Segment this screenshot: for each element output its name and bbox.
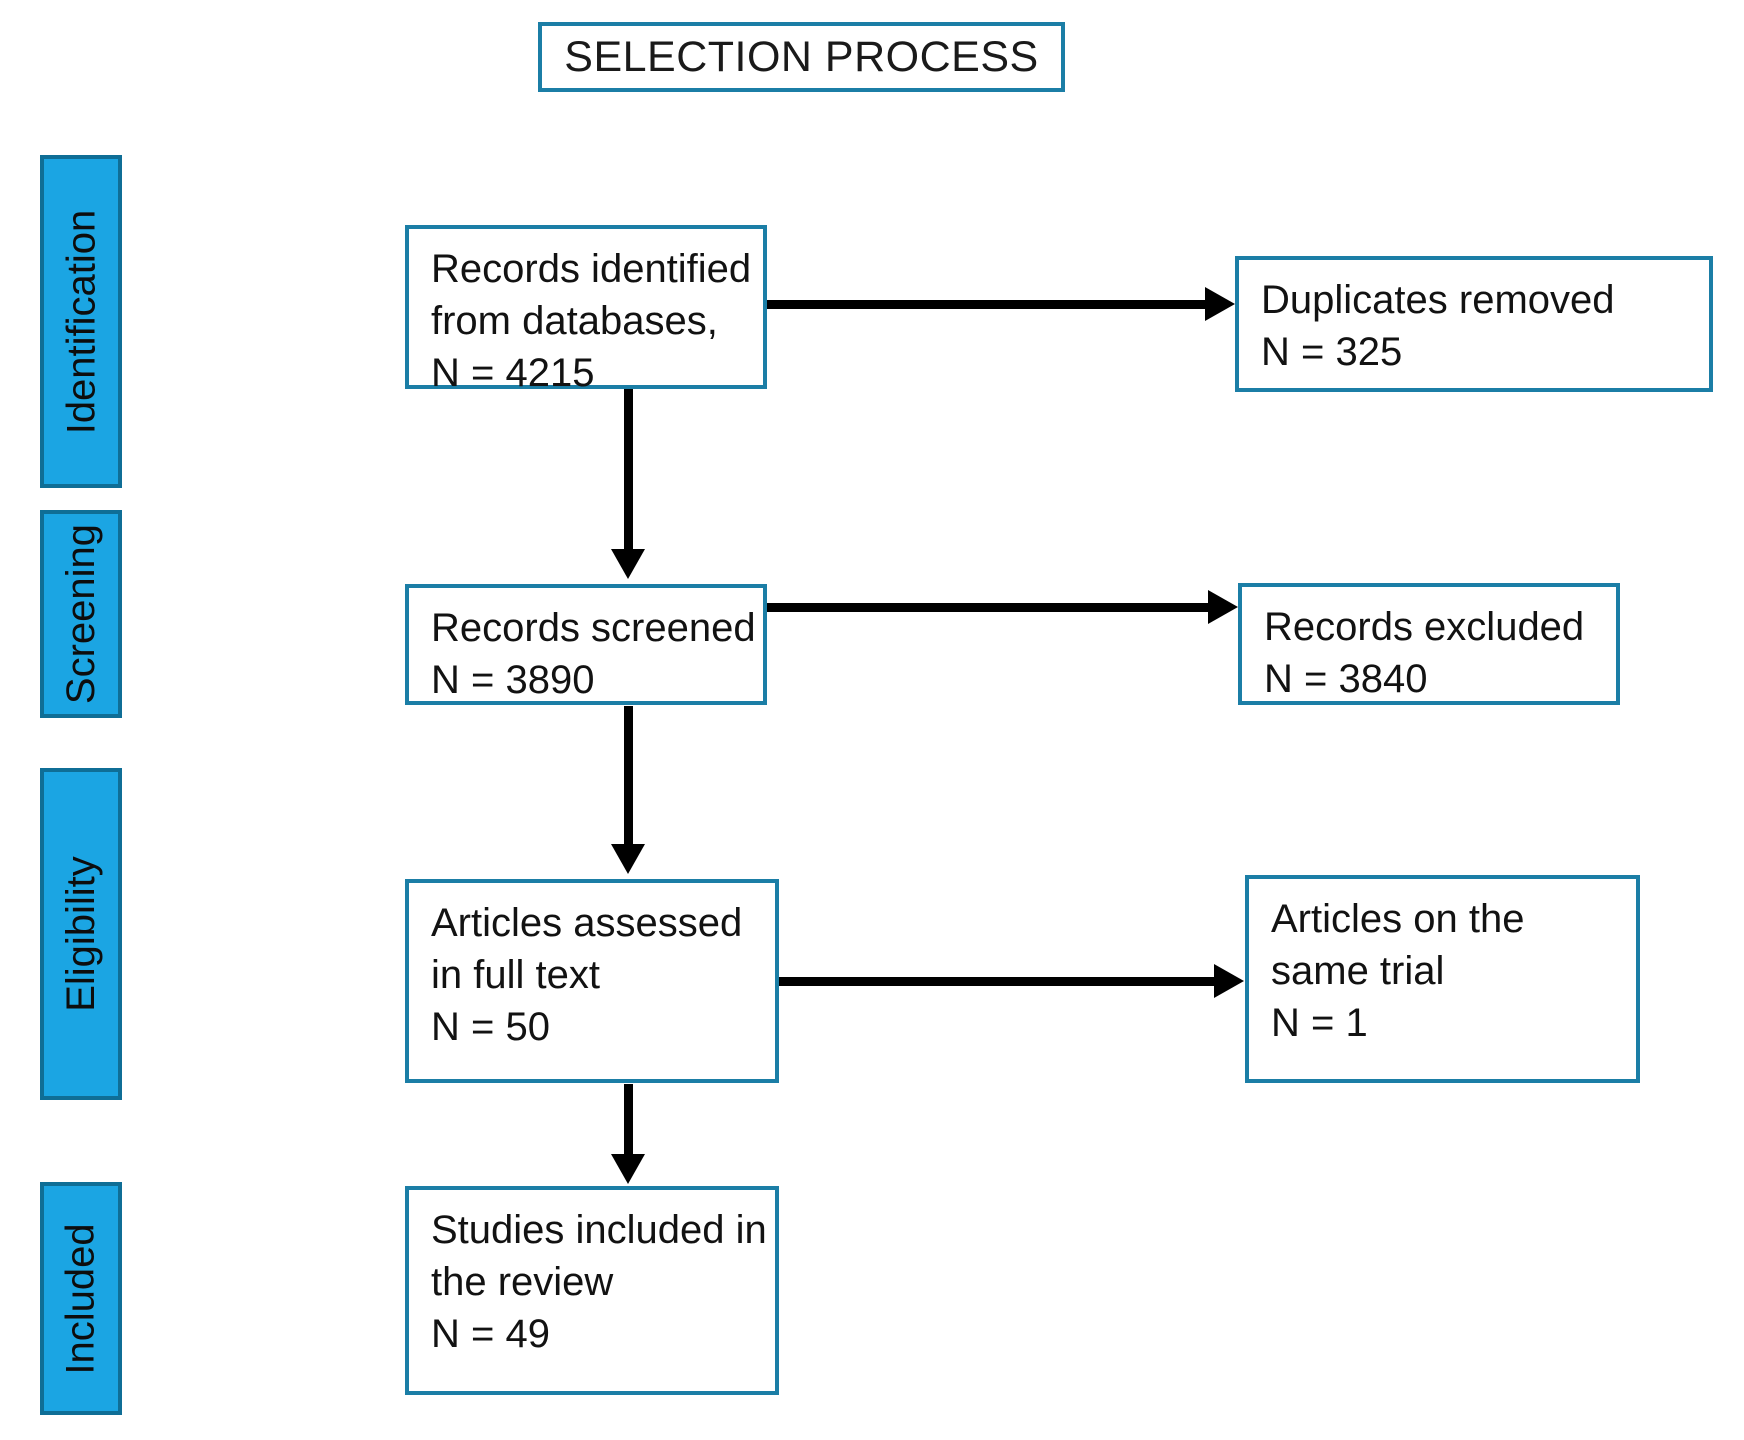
stage-tab-label: Screening bbox=[59, 523, 103, 705]
box-records-screened: Records screened N = 3890 bbox=[405, 584, 767, 705]
box-records-identified: Records identified from databases, N = 4… bbox=[405, 225, 767, 395]
stage-tab-identification: Identification bbox=[40, 155, 122, 488]
stage-tab-label: Identification bbox=[59, 209, 103, 434]
connector-screened-to-excluded bbox=[767, 603, 1210, 612]
box-line: Articles assessed bbox=[431, 901, 743, 945]
box-line: N = 325 bbox=[1261, 330, 1403, 374]
box-line: Records excluded bbox=[1264, 605, 1585, 649]
box-line: Duplicates removed bbox=[1261, 278, 1615, 322]
box-line: same trial bbox=[1271, 949, 1445, 993]
page-title: SELECTION PROCESS bbox=[564, 32, 1039, 81]
arrowhead-down-icon bbox=[611, 549, 645, 579]
box-line: N = 49 bbox=[431, 1312, 550, 1356]
arrowhead-right-icon bbox=[1208, 590, 1238, 624]
diagram-title-box: SELECTION PROCESS bbox=[538, 22, 1065, 92]
box-articles-assessed: Articles assessed in full text N = 50 bbox=[405, 879, 779, 1083]
connector-assessed-to-included bbox=[624, 1084, 633, 1156]
box-line: N = 50 bbox=[431, 1005, 550, 1049]
box-line: Records identified bbox=[431, 247, 752, 291]
connector-screened-to-assessed bbox=[624, 706, 633, 846]
box-line: N = 3890 bbox=[431, 658, 595, 702]
stage-tab-included: Included bbox=[40, 1182, 122, 1415]
box-line: Records screened bbox=[431, 606, 756, 650]
box-records-excluded: Records excluded N = 3840 bbox=[1238, 583, 1620, 705]
box-line: from databases, bbox=[431, 299, 718, 343]
arrowhead-down-icon bbox=[611, 1154, 645, 1184]
box-duplicates-removed: Duplicates removed N = 325 bbox=[1235, 256, 1713, 392]
connector-identified-to-screened bbox=[624, 389, 633, 551]
stage-tab-eligibility: Eligibility bbox=[40, 768, 122, 1100]
stage-tab-label: Eligibility bbox=[59, 856, 104, 1012]
box-line: N = 3840 bbox=[1264, 657, 1428, 701]
box-studies-included: Studies included in the review N = 49 bbox=[405, 1186, 779, 1395]
connector-assessed-to-same-trial bbox=[779, 977, 1216, 986]
stage-tab-label: Included bbox=[59, 1222, 104, 1375]
box-articles-same-trial: Articles on the same trial N = 1 bbox=[1245, 875, 1640, 1083]
arrowhead-right-icon bbox=[1214, 964, 1244, 998]
box-line: Studies included in bbox=[431, 1208, 767, 1252]
arrowhead-down-icon bbox=[611, 844, 645, 874]
box-line: in full text bbox=[431, 953, 600, 997]
connector-identified-to-duplicates bbox=[767, 300, 1207, 309]
box-line: N = 1 bbox=[1271, 1001, 1368, 1045]
stage-tab-screening: Screening bbox=[40, 510, 122, 718]
arrowhead-right-icon bbox=[1205, 287, 1235, 321]
box-line: Articles on the bbox=[1271, 897, 1525, 941]
box-line: N = 4215 bbox=[431, 351, 595, 395]
box-line: the review bbox=[431, 1260, 614, 1304]
